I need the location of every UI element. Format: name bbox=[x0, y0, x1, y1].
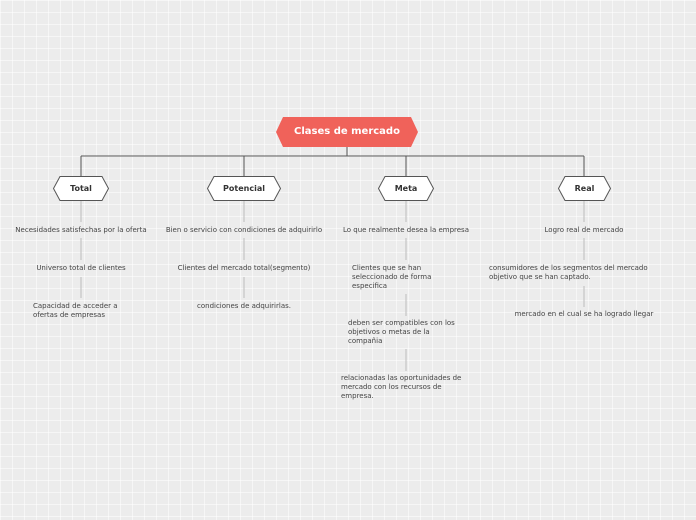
potencial-item-2[interactable]: Clientes del mercado total(segmento) bbox=[177, 264, 311, 272]
total-item-2[interactable]: Universo total de clientes bbox=[36, 264, 126, 272]
real-item-2[interactable]: consumidores de los segmentos del mercad… bbox=[489, 264, 648, 281]
root-shape bbox=[276, 117, 418, 147]
total-item-1[interactable]: Necesidades satisfechas por la oferta bbox=[15, 226, 147, 234]
branch-potencial-shape bbox=[207, 176, 281, 201]
meta-item-1[interactable]: Lo que realmente desea la empresa bbox=[342, 226, 469, 234]
branch-potencial[interactable]: Potencial bbox=[207, 176, 281, 201]
real-item-3[interactable]: mercado en el cual se ha logrado llegar bbox=[514, 310, 654, 318]
branch-total[interactable]: Total bbox=[53, 176, 109, 201]
real-item-1[interactable]: Logro real de mercado bbox=[544, 226, 624, 234]
meta-item-4[interactable]: relacionadas las oportunidades de mercad… bbox=[341, 374, 462, 400]
branch-real[interactable]: Real bbox=[558, 176, 611, 201]
root-topic[interactable]: Clases de mercado bbox=[276, 117, 418, 147]
meta-item-2[interactable]: Clientes que se han seleccionado de form… bbox=[352, 264, 432, 290]
potencial-item-3[interactable]: condiciones de adquirirlas. bbox=[197, 302, 291, 310]
root-topic-label: Clases de mercado bbox=[294, 126, 400, 137]
potencial-item-1[interactable]: Bien o servicio con condiciones de adqui… bbox=[165, 226, 323, 234]
branch-potencial-label: Potencial bbox=[223, 184, 265, 193]
branch-meta-shape bbox=[378, 176, 434, 201]
branch-total-shape bbox=[53, 176, 109, 201]
branch-meta-label: Meta bbox=[394, 184, 418, 193]
branch-real-shape bbox=[558, 176, 611, 201]
branch-meta[interactable]: Meta bbox=[378, 176, 434, 201]
branch-total-label: Total bbox=[70, 184, 92, 193]
branch-real-label: Real bbox=[574, 184, 595, 193]
total-item-3[interactable]: Capacidad de acceder a ofertas de empres… bbox=[33, 302, 118, 319]
meta-item-3[interactable]: deben ser compatibles con los objetivos … bbox=[348, 319, 455, 345]
